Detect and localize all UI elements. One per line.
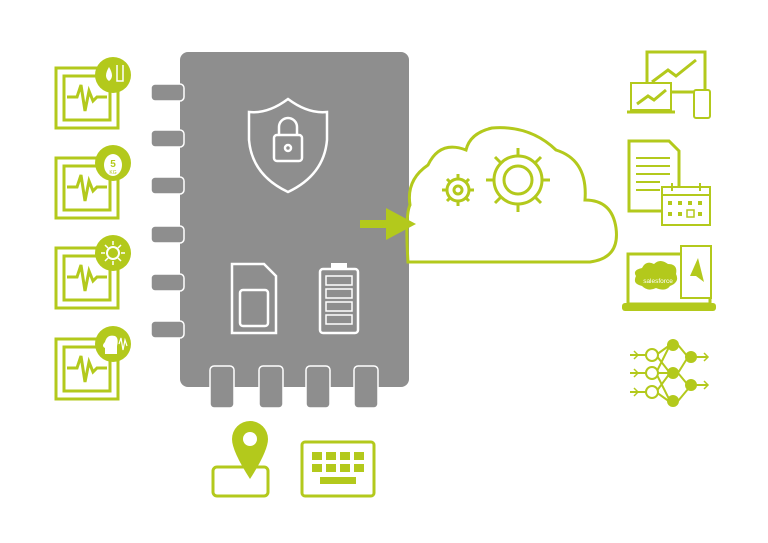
sim-card-icon	[230, 262, 278, 335]
cloud-icon	[405, 126, 618, 264]
battery-icon	[318, 263, 360, 335]
azure-logo-icon	[690, 258, 704, 282]
location-pin-icon	[211, 421, 270, 498]
salesforce-logo-icon	[634, 261, 678, 290]
arrow-right-icon	[360, 208, 416, 240]
sensor-water-level	[54, 57, 131, 130]
sensor-voice	[54, 326, 131, 401]
gear-icon	[442, 174, 474, 206]
laptop-salesforce-icon: salesforce	[622, 245, 716, 311]
gear-icon	[486, 148, 550, 212]
weight-unit: KG	[109, 170, 116, 176]
sensor-weight: 5 KG	[54, 145, 131, 220]
weight-number: 5	[110, 159, 116, 170]
sensor-light	[54, 235, 131, 310]
salesforce-logo-text: salesforce	[643, 278, 673, 285]
keyboard-icon	[300, 440, 376, 498]
water-drop-icon	[95, 57, 131, 93]
iot-board	[150, 52, 409, 409]
sun-icon	[95, 235, 131, 271]
neural-network-icon	[630, 339, 710, 407]
multi-device-chart-icon	[627, 50, 711, 119]
document-calendar-icon	[627, 139, 711, 226]
shield-lock-icon	[247, 97, 329, 194]
